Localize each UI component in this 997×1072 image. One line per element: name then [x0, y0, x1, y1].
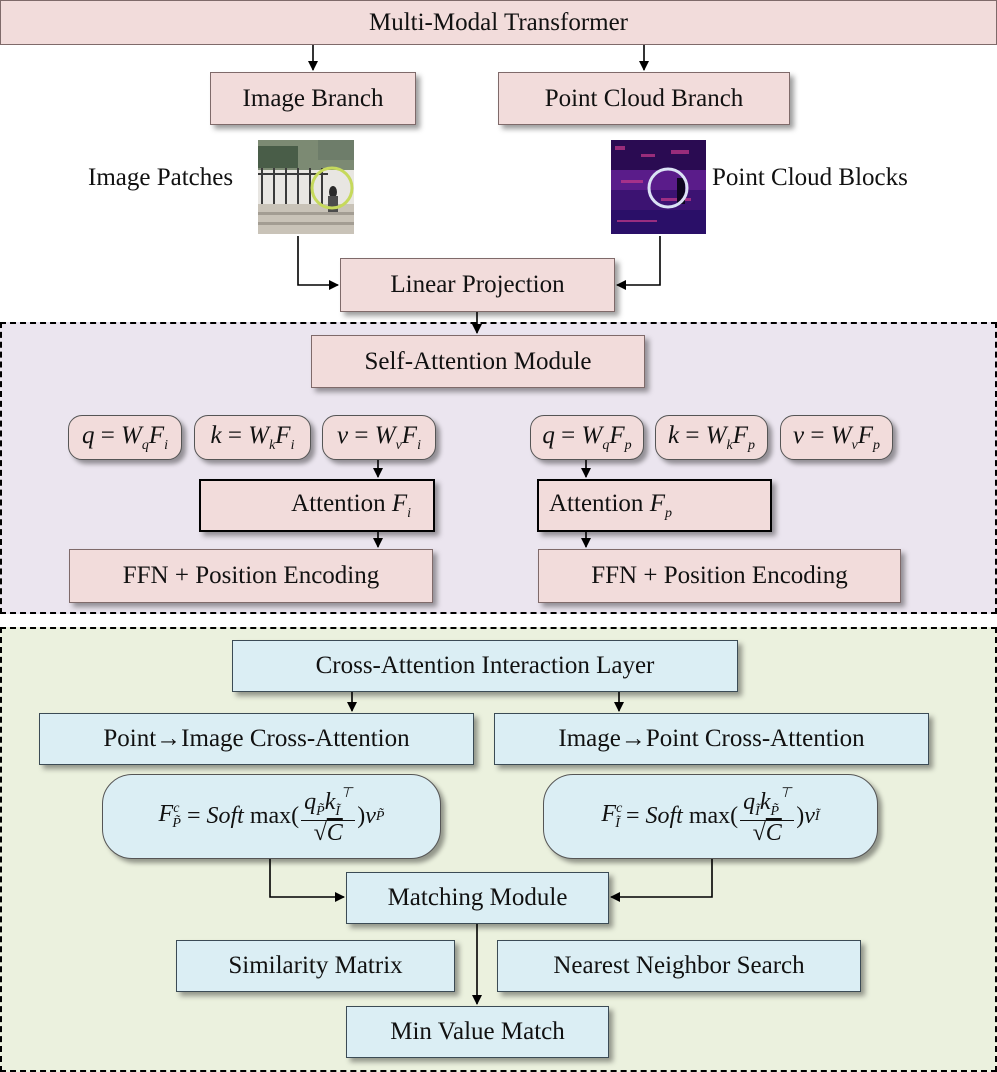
- image-patch-thumbnail: [258, 140, 354, 234]
- min-value-match-box: Min Value Match: [346, 1006, 609, 1058]
- point-ffn-label: FFN + Position Encoding: [591, 562, 848, 589]
- image-value-formula: v = WvFi: [322, 415, 436, 460]
- self-attention-module-label: Self-Attention Module: [364, 347, 592, 375]
- nearest-neighbor-label: Nearest Neighbor Search: [553, 952, 805, 979]
- image-attention-label: Attention: [291, 489, 386, 517]
- self-attention-module-box: Self-Attention Module: [311, 335, 645, 388]
- image-ffn-label: FFN + Position Encoding: [122, 562, 380, 589]
- point-query-formula: q = WqFp: [530, 415, 644, 460]
- point-attention-box: Attention Fp: [537, 479, 772, 532]
- title-box: Multi-Modal Transformer: [0, 0, 997, 45]
- image-to-point-box: Image→Point Cross-Attention: [494, 713, 929, 765]
- similarity-matrix-label: Similarity Matrix: [228, 952, 403, 979]
- point-ffn-box: FFN + Position Encoding: [538, 549, 901, 603]
- similarity-matrix-box: Similarity Matrix: [176, 940, 455, 992]
- matching-module-box: Matching Module: [346, 872, 609, 924]
- image-query-formula: q = WqFi: [68, 415, 182, 460]
- point-cloud-thumbnail: [611, 140, 706, 234]
- image-patches-label: Image Patches: [88, 164, 234, 191]
- point-to-image-label: Point→Image Cross-Attention: [103, 725, 410, 752]
- arrow-point-to-projection: [616, 236, 661, 290]
- image-key-formula: k = WkFi: [194, 415, 311, 460]
- image-branch-box: Image Branch: [210, 72, 416, 125]
- linear-projection-label: Linear Projection: [390, 271, 565, 298]
- image-to-point-label: Image→Point Cross-Attention: [558, 725, 865, 752]
- cross-attention-layer-label: Cross-Attention Interaction Layer: [315, 652, 655, 679]
- linear-projection-box: Linear Projection: [340, 258, 615, 312]
- point-value-formula: v = WvFp: [780, 415, 893, 460]
- point-key-formula: k = WkFp: [655, 415, 768, 460]
- image-attention-box: Attention Fi: [199, 479, 435, 532]
- point-attention-label: Attention: [549, 489, 644, 517]
- point-to-image-box: Point→Image Cross-Attention: [39, 713, 474, 765]
- matching-module-label: Matching Module: [387, 884, 568, 911]
- title-label: Multi-Modal Transformer: [368, 8, 629, 36]
- point-cloud-branch-box: Point Cloud Branch: [498, 72, 790, 125]
- nearest-neighbor-box: Nearest Neighbor Search: [497, 940, 861, 992]
- cross-attention-layer-box: Cross-Attention Interaction Layer: [232, 640, 738, 692]
- image-ffn-box: FFN + Position Encoding: [69, 549, 433, 603]
- min-value-match-label: Min Value Match: [390, 1018, 565, 1045]
- arrow-image-to-projection: [297, 236, 339, 290]
- image-branch-label: Image Branch: [242, 84, 384, 112]
- point-cloud-blocks-label: Point Cloud Blocks: [712, 164, 908, 191]
- point-cloud-branch-label: Point Cloud Branch: [544, 84, 744, 112]
